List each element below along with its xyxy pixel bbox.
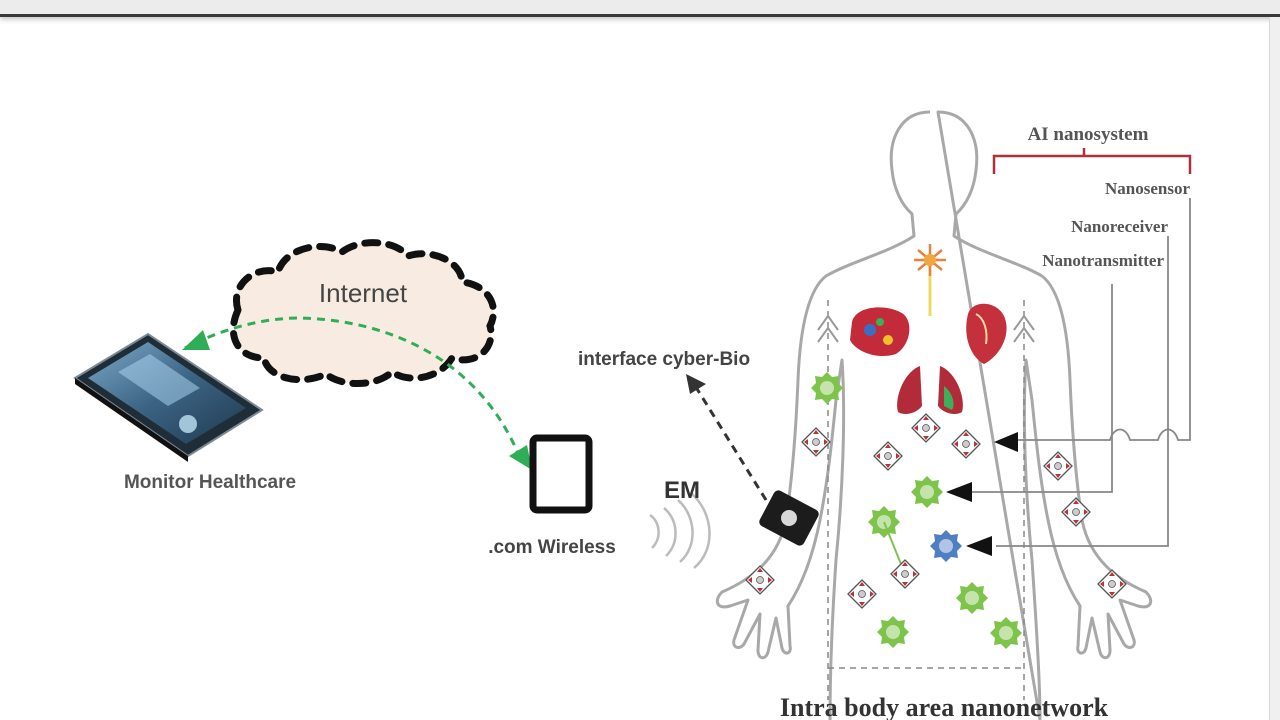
ai-nanosystem-label: AI nanosystem [1028, 124, 1149, 145]
nanotransmitter-label: Nanotransmitter [1042, 251, 1164, 270]
internet-label: Internet [319, 278, 408, 308]
wristband-icon [759, 490, 819, 546]
interface-arrow-head-icon [686, 374, 706, 394]
internet-monitor-link [184, 316, 522, 459]
ai-nanosystem-bracket [992, 148, 1192, 174]
heart-icon [966, 303, 1007, 364]
wireless-arrow-icon [509, 445, 532, 470]
em-label: EM [664, 477, 700, 504]
interface-arrow [692, 383, 768, 501]
nerve-dashed-lines [827, 300, 1025, 700]
lungs-icon [897, 366, 963, 414]
internet-cloud [229, 239, 497, 387]
tablet-device-icon [73, 332, 264, 462]
wireless-label: .com Wireless [488, 537, 616, 558]
nanoreceiver-label: Nanoreceiver [1071, 217, 1168, 236]
human-body-outline [715, 110, 1153, 720]
interface-cyber-bio-label: interface cyber-Bio [578, 349, 750, 370]
window-scrollbar[interactable] [1269, 17, 1280, 720]
monitor-arrow-icon [182, 330, 210, 350]
upward-arrows-icon [817, 314, 1035, 343]
em-wave-icon [649, 493, 711, 569]
monitor-healthcare-label: Monitor Healthcare [124, 472, 296, 493]
pointer-arrow-icons [946, 432, 1018, 556]
intra-body-network-label: Intra body area nanonetwork [780, 693, 1109, 720]
nanomachine-blue-gear-icon [930, 530, 962, 562]
nanosystem-leader-lines [972, 198, 1191, 547]
nanosensor-label: Nanosensor [1105, 179, 1190, 198]
liver-icon [850, 307, 910, 357]
window-top-bar [0, 0, 1280, 17]
neuron-icon [914, 244, 946, 316]
wireless-device-icon [529, 434, 593, 514]
